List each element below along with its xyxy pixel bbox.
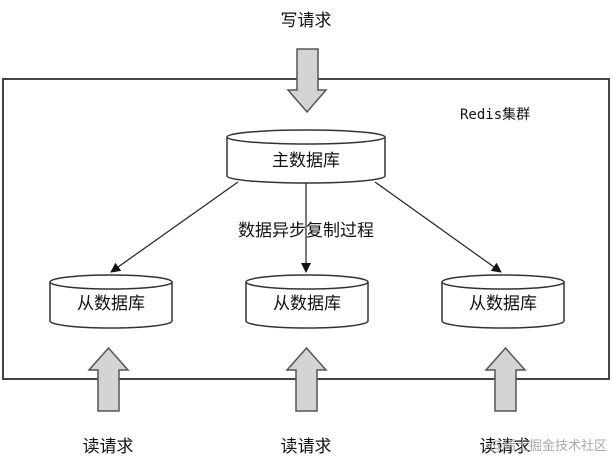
slave-db-label: 从数据库 (469, 294, 537, 314)
watermark: @稀土掘金技术社区 (490, 438, 607, 454)
replication-arrow-left (110, 181, 239, 273)
cluster-label: Redis集群 (460, 106, 530, 123)
write-request-label: 写请求 (281, 11, 332, 31)
read-arrow-1 (87, 346, 130, 412)
read-request-label: 读请求 (480, 437, 531, 457)
read-arrow-3 (484, 346, 527, 412)
read-request-label: 读请求 (83, 437, 134, 457)
slave-db-3: 从数据库 (441, 274, 565, 329)
slave-db-2: 从数据库 (245, 274, 369, 329)
write-arrow (286, 48, 328, 114)
read-request-label: 读请求 (281, 437, 332, 457)
replication-label: 数据异步复制过程 (238, 221, 374, 241)
read-arrow-2 (285, 346, 328, 412)
master-db: 主数据库 (226, 129, 386, 184)
replication-arrow-right (374, 181, 502, 273)
slave-db-1: 从数据库 (49, 274, 173, 329)
master-db-label: 主数据库 (272, 151, 340, 171)
slave-db-label: 从数据库 (77, 294, 145, 314)
slave-db-label: 从数据库 (273, 294, 341, 314)
